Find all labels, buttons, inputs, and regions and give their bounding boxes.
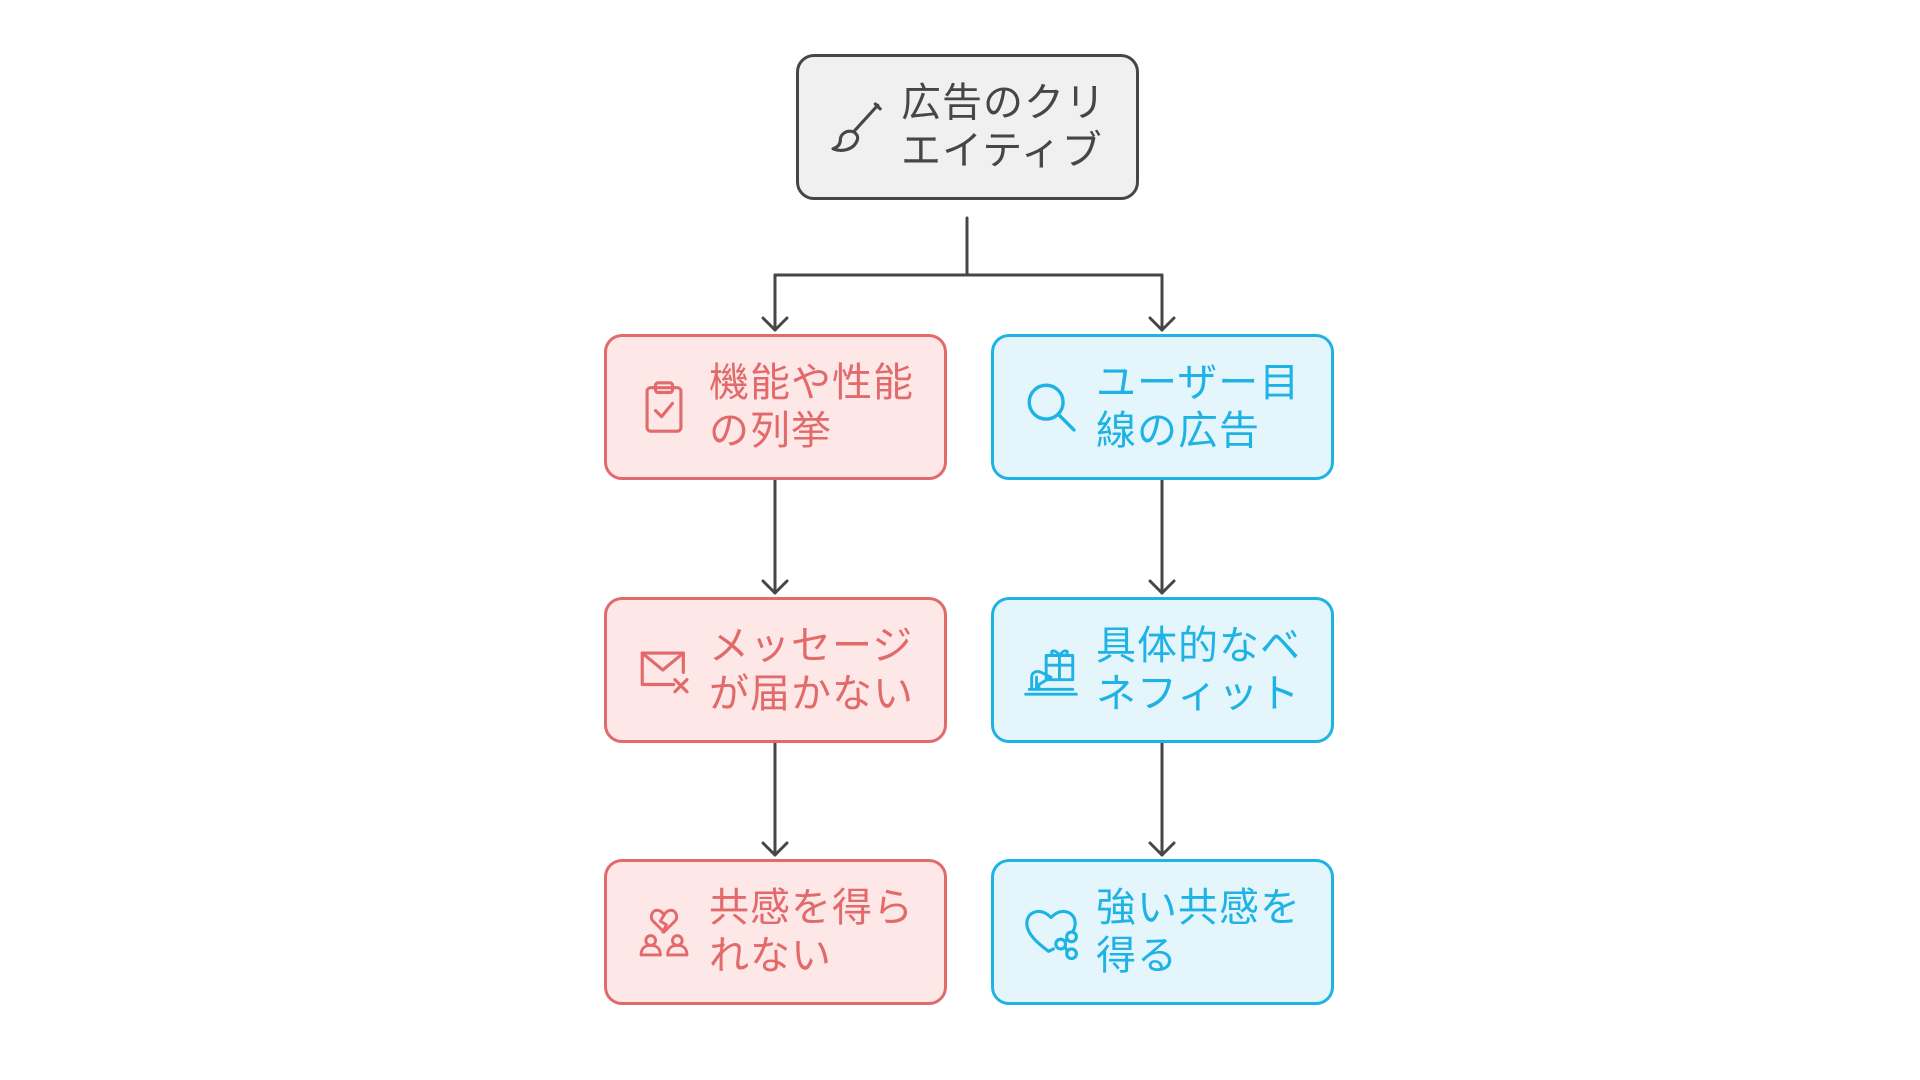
node-left-1-label: 機能や性能 の列挙 [709, 360, 914, 454]
arrowhead-left-2 [761, 579, 789, 595]
node-left-3: 共感を得ら れない [604, 859, 947, 1005]
arrowhead-left-3 [761, 841, 789, 857]
node-left-2: メッセージ が届かない [604, 597, 947, 743]
arrowhead-left-1 [761, 316, 789, 332]
node-right-3: 強い共感を 得る [991, 859, 1334, 1005]
node-left-1: 機能や性能 の列挙 [604, 334, 947, 480]
gift-hand-icon [1022, 641, 1080, 699]
node-root-label: 広告のクリ エイティブ [901, 80, 1106, 174]
heart-share-icon [1022, 903, 1080, 961]
node-right-1: ユーザー目 線の広告 [991, 334, 1334, 480]
broken-heart-people-icon [635, 903, 693, 961]
search-icon [1022, 378, 1080, 436]
mail-x-icon [635, 641, 693, 699]
clipboard-check-icon [635, 378, 693, 436]
node-left-2-label: メッセージ が届かない [709, 623, 914, 717]
node-right-1-label: ユーザー目 線の広告 [1096, 360, 1301, 454]
node-right-2-label: 具体的なベ ネフィット [1096, 623, 1301, 717]
node-right-3-label: 強い共感を 得る [1096, 885, 1301, 979]
node-left-3-label: 共感を得ら れない [709, 885, 914, 979]
paintbrush-icon [827, 98, 885, 156]
arrowhead-right-2 [1148, 579, 1176, 595]
arrowhead-right-3 [1148, 841, 1176, 857]
arrowhead-right-1 [1148, 316, 1176, 332]
node-root: 広告のクリ エイティブ [796, 54, 1139, 200]
node-right-2: 具体的なベ ネフィット [991, 597, 1334, 743]
